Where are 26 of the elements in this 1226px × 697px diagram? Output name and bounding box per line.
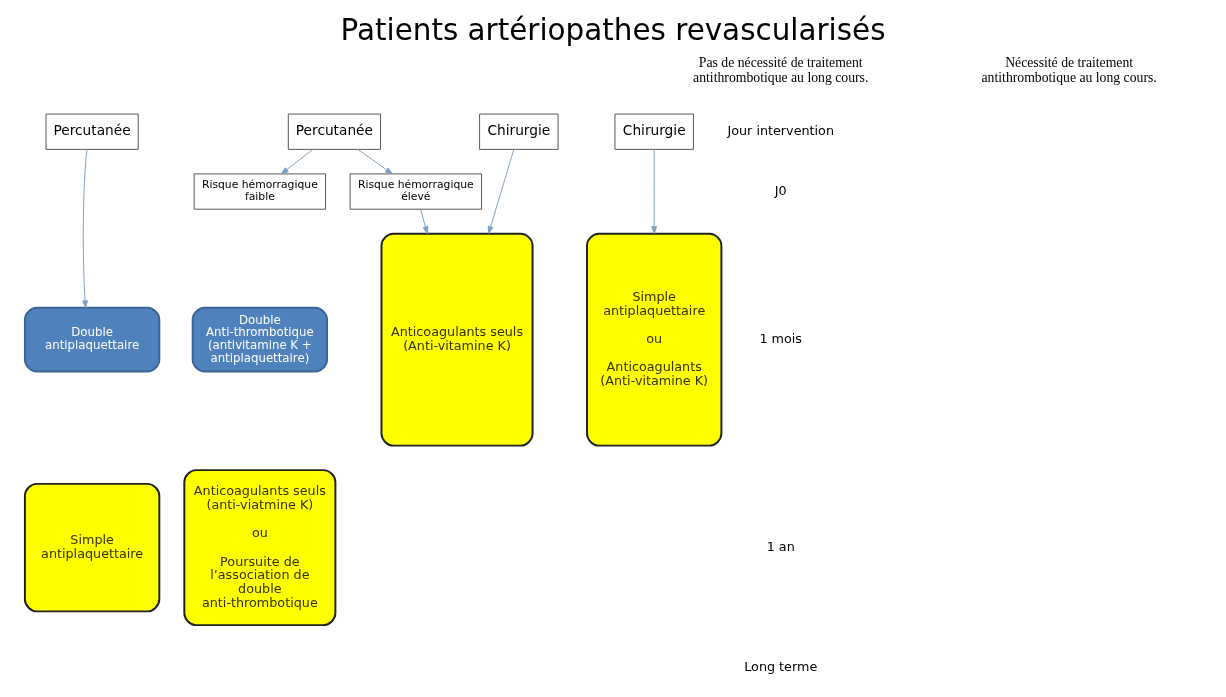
node-box: Chirurgie [479,113,559,150]
diagram-title: Patients artériopathes revascularisés [340,12,886,47]
arrow [357,148,393,175]
node-box: Anticoagulants seuls (Anti-vitamine K) [380,232,534,447]
label: J0 [774,182,787,198]
arrow [487,149,515,234]
label: 1 mois [759,331,803,347]
arrow [651,149,658,234]
arrow [280,148,314,175]
arrow [420,208,429,235]
node-box: Risque hémorragique élevé [349,173,483,210]
arrow [82,149,88,309]
label: Long terme [744,658,818,674]
node-box: Chirurgie [614,113,694,150]
node-box: Percutanée [45,113,139,150]
label: 1 an [766,538,795,554]
node-box: Double antiplaquettaire [23,306,161,373]
node-box: Simple antiplaquettaire ou Anticoagulants (Anti-vitamine K) [586,232,723,447]
label: Jour intervention [727,123,835,139]
node-box: Risque hémorragique faible [193,173,327,210]
node-box: Double Anti-thrombotique (antivitamine K + antiplaquettaire) [191,306,329,373]
label: Nécessité de traitement antithrombotique au long cours. [981,55,1157,85]
node-box: Simple antiplaquettaire [23,482,161,613]
node-box: Percutanée [287,113,381,150]
node-box: Anticoagulants seuls (anti-viatmine K) ou Poursuite de l’association de double anti-thrombotique [183,469,337,627]
label: Pas de nécessité de traitement antithrombotique au long cours. [693,55,869,85]
